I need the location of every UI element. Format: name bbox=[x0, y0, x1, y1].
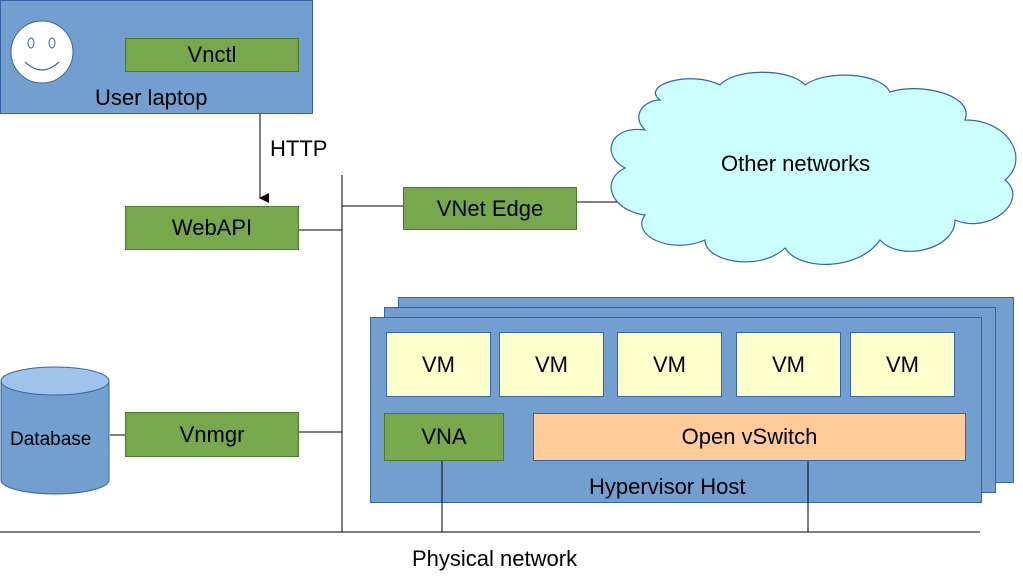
user-laptop-label: User laptop bbox=[95, 85, 208, 110]
webapi-box: WebAPI bbox=[125, 206, 299, 250]
vm-box: VM bbox=[499, 332, 604, 397]
http-label: HTTP bbox=[270, 136, 328, 161]
hypervisor-host-label: Hypervisor Host bbox=[589, 474, 746, 499]
open-vswitch-box: Open vSwitch bbox=[533, 413, 966, 461]
cloud-shape bbox=[610, 71, 1017, 265]
database-label: Database bbox=[10, 429, 92, 450]
vm-box: VM bbox=[617, 332, 722, 397]
vnctl-box: Vnctl bbox=[125, 38, 299, 72]
other-networks-label: Other networks bbox=[721, 151, 871, 176]
vm-box: VM bbox=[736, 332, 841, 397]
physical-network-label: Physical network bbox=[412, 546, 578, 571]
vnet-edge-box: VNet Edge bbox=[403, 187, 577, 230]
vm-box: VM bbox=[386, 332, 491, 397]
vm-box: VM bbox=[850, 332, 955, 397]
database-cylinder bbox=[0, 366, 110, 495]
vna-box: VNA bbox=[384, 413, 504, 461]
user-icon-overlay bbox=[10, 20, 74, 84]
vnmgr-box: Vnmgr bbox=[125, 412, 299, 457]
